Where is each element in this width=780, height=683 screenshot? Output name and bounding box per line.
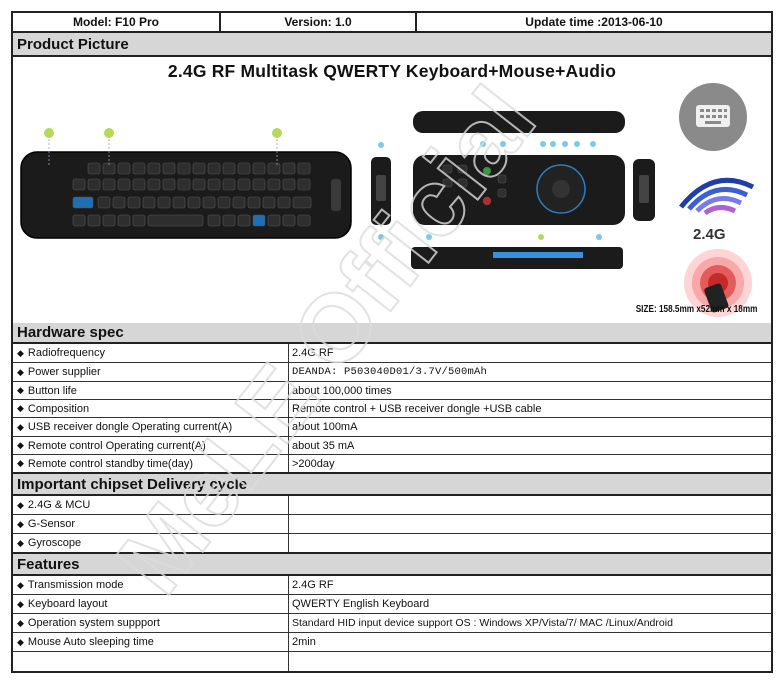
product-picture-area: 2.4G RF Multitask QWERTY Keyboard+Mouse+… xyxy=(13,57,771,325)
table-row: ◆Remote control Operating current(A) abo… xyxy=(13,437,771,455)
row-label: Gyroscope xyxy=(27,537,82,549)
size-note: SIZE: 158.5mm x52mm x 18mm xyxy=(635,304,757,315)
row-value: about 100mA xyxy=(292,421,358,433)
row-label: G-Sensor xyxy=(27,518,75,530)
row-label: Transmission mode xyxy=(27,579,124,591)
table-row: ◆USB receiver dongle Operating current(A… xyxy=(13,418,771,437)
update-time-cell: Update time :2013-06-10 xyxy=(525,15,663,29)
row-value: DEANDA: P503040D01/3.7V/500mAh xyxy=(292,366,488,378)
row-label: Radiofrequency xyxy=(27,347,105,359)
row-value: about 100,000 times xyxy=(292,384,392,397)
keyboard-icon xyxy=(679,83,747,151)
back-view-image xyxy=(411,111,625,269)
row-label: Keyboard layout xyxy=(27,598,108,610)
table-row: ◆Remote control standby time(day) >200da… xyxy=(13,455,771,474)
table-row: ◆2.4G & MCU xyxy=(13,496,771,515)
product-title: 2.4G RF Multitask QWERTY Keyboard+Mouse+… xyxy=(167,61,617,81)
table-row: ◆Mouse Auto sleeping time 2min xyxy=(13,633,771,652)
table-row: ◆Power supplier DEANDA: P503040D01/3.7V/… xyxy=(13,363,771,382)
row-value: Standard HID input device support OS : W… xyxy=(292,617,673,629)
section-features: Features xyxy=(13,554,771,576)
row-label: Operation system suppport xyxy=(27,617,160,629)
row-value: about 35 mA xyxy=(292,439,355,452)
side-view-image xyxy=(371,142,391,240)
row-value: QWERTY English Keyboard xyxy=(292,598,430,610)
row-label: Remote control Operating current(A) xyxy=(27,439,206,452)
row-label: Power supplier xyxy=(27,366,101,378)
row-value: 2.4G RF xyxy=(292,347,334,359)
version-cell: Version: 1.0 xyxy=(221,13,417,31)
table-row: ◆Transmission mode 2.4G RF xyxy=(13,576,771,595)
row-label: 2.4G & MCU xyxy=(27,499,91,511)
table-row: ◆Gyroscope xyxy=(13,534,771,554)
row-value xyxy=(289,496,771,514)
rf-badge: 2.4G xyxy=(693,226,726,243)
table-row: ◆Operation system suppport Standard HID … xyxy=(13,614,771,633)
row-label: Mouse Auto sleeping time xyxy=(27,636,154,648)
table-row: ◆Button life about 100,000 times xyxy=(13,382,771,400)
table-row-empty xyxy=(13,652,771,671)
header-row: Model: F10 Pro Version: 1.0 Update time … xyxy=(13,13,771,33)
section-chipset: Important chipset Delivery cycle xyxy=(13,474,771,496)
table-row: ◆Composition Remote control + USB receiv… xyxy=(13,400,771,418)
remote-signal-icon xyxy=(684,249,752,317)
row-label: Remote control standby time(day) xyxy=(27,457,193,470)
row-value: 2.4G RF xyxy=(292,579,334,591)
table-row: ◆Keyboard layout QWERTY English Keyboard xyxy=(13,595,771,614)
table-row: ◆Radiofrequency 2.4G RF xyxy=(13,344,771,363)
row-value xyxy=(289,534,771,552)
row-value xyxy=(289,515,771,533)
section-product-picture: Product Picture xyxy=(13,33,771,57)
end-view-image xyxy=(633,159,655,221)
product-illustration: 2.4G xyxy=(20,83,755,317)
model-cell: Model: F10 Pro xyxy=(13,13,221,31)
spec-sheet: Model: F10 Pro Version: 1.0 Update time … xyxy=(11,11,773,673)
wireless-icon xyxy=(679,177,755,216)
section-hardware-spec: Hardware spec xyxy=(13,323,771,344)
keyboard-remote-image xyxy=(20,128,352,239)
row-label: Button life xyxy=(27,384,77,397)
row-value: 2min xyxy=(292,636,316,648)
row-value: Remote control + USB receiver dongle +US… xyxy=(292,402,542,415)
table-row: ◆G-Sensor xyxy=(13,515,771,534)
row-label: Composition xyxy=(27,402,90,415)
row-value: >200day xyxy=(292,457,335,470)
row-label: USB receiver dongle Operating current(A) xyxy=(27,421,233,433)
